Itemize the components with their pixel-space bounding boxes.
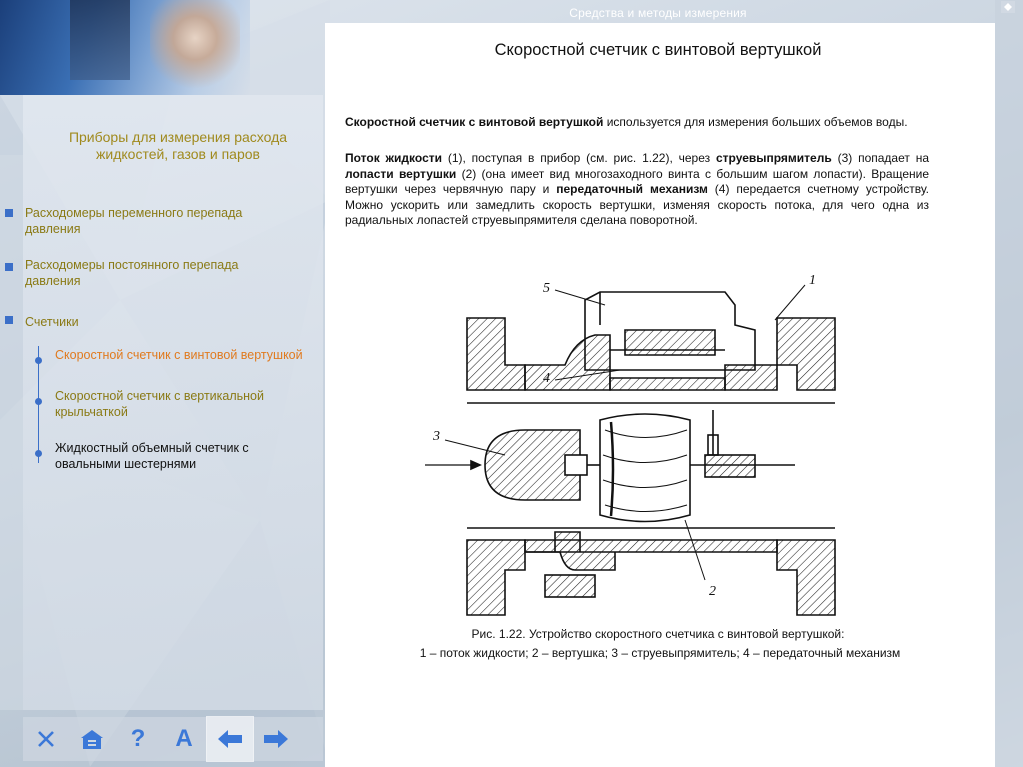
figure-label: 3: [432, 429, 440, 444]
bullet-icon: [5, 316, 13, 324]
paragraph-description: Поток жидкости (1), поступая в прибор (с…: [345, 151, 930, 228]
header-photo: [0, 0, 250, 95]
arrow-right-icon: [264, 730, 288, 748]
home-button[interactable]: [69, 717, 115, 761]
subitem-oval-gears[interactable]: Жидкостный объемный счетчик с овальными …: [55, 441, 249, 471]
bullet-icon: [5, 209, 13, 217]
bullet-icon: [5, 263, 13, 271]
question-icon: ?: [130, 725, 146, 752]
bottom-toolbar: ? A: [23, 716, 323, 762]
sidebar-edge: [0, 155, 23, 710]
term-bold: лопасти вертушки: [345, 166, 457, 181]
close-button[interactable]: [23, 717, 69, 761]
arrow-left-icon: [218, 730, 242, 748]
forward-button[interactable]: [253, 717, 299, 761]
term-bold: Скоростной счетчик с винтовой вертушкой: [345, 115, 604, 129]
content-panel: Скоростной счетчик с винтовой вертушкой …: [325, 23, 995, 767]
close-x-icon: [38, 731, 54, 747]
subitem-vertical-impeller[interactable]: Скоростной счетчик с вертикальной крыльч…: [55, 389, 264, 419]
page-title: Скоростной счетчик с винтовой вертушкой: [494, 41, 822, 59]
sidebar: Приборы для измерения расхода жидкостей,…: [5, 95, 323, 710]
app-title: Средства и методы измерения: [569, 6, 747, 20]
term-bold: струевыпрямитель: [715, 151, 832, 165]
term-bold: передаточный механизм: [556, 182, 708, 197]
font-a-icon: A: [175, 725, 193, 752]
home-icon: [81, 730, 103, 749]
paragraph-intro: Скоростной счетчик с винтовой вертушкой …: [345, 115, 929, 131]
sidebar-item-variable-pressure[interactable]: Расходомеры переменного перепада давлени…: [25, 206, 243, 236]
figure-label: 1: [809, 273, 816, 288]
back-button[interactable]: [206, 716, 254, 762]
help-button[interactable]: ?: [115, 717, 161, 761]
font-button[interactable]: A: [161, 717, 207, 761]
figure-caption-title: Рис. 1.22. Устройство скоростного счетчи…: [471, 627, 845, 641]
submenu-dot-icon: [35, 450, 42, 457]
term-bold: Поток жидкости: [345, 151, 442, 165]
meter-diagram: 1 2 3 4 5: [425, 273, 836, 616]
sidebar-item-counters[interactable]: Счетчики: [25, 315, 79, 329]
paragraph-text: используется для измерения больших объем…: [603, 115, 908, 129]
figure-caption-legend: 1 – поток жидкости; 2 – вертушка; 3 – ст…: [419, 646, 901, 660]
figure-label: 2: [709, 584, 716, 599]
submenu-dot-icon: [35, 357, 42, 364]
subitem-screw-counter[interactable]: Скоростной счетчик с винтовой вертушкой: [55, 348, 303, 362]
sidebar-item-constant-pressure[interactable]: Расходомеры постоянного перепада давлени…: [25, 258, 239, 288]
submenu-dot-icon: [35, 398, 42, 405]
figure-label: 4: [543, 371, 550, 386]
figure-label: 5: [543, 281, 550, 296]
section-title: Приборы для измерения расхода жидкостей,…: [68, 129, 288, 162]
window-close-icon[interactable]: [1001, 1, 1015, 13]
